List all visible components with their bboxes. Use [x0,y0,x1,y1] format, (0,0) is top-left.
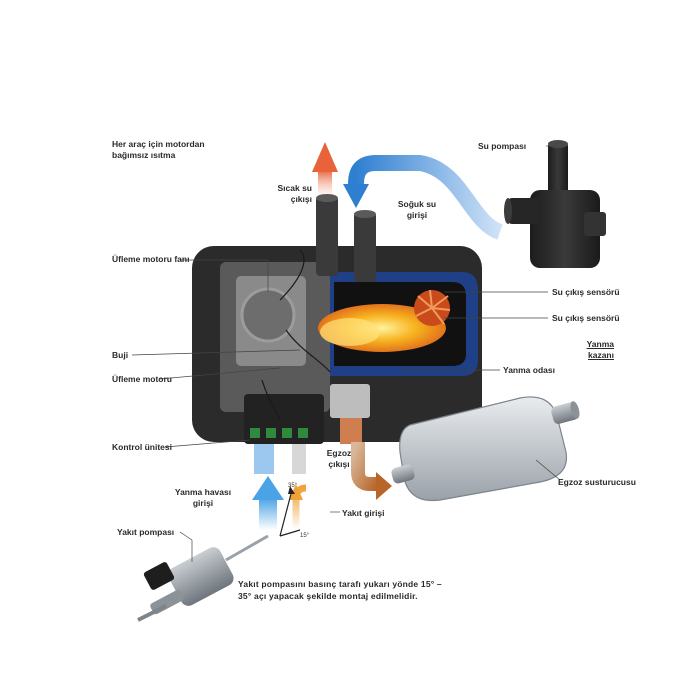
label-combustion-boiler-line2: kazanı [588,350,614,360]
exhaust-arrow [351,442,392,500]
angle-indicator [279,486,301,537]
water-pump [504,140,606,268]
label-water-pump: Su pompası [478,141,527,151]
mounting-note: Yakıt pompasını basınç tarafı yukarı yön… [238,579,442,601]
label-fuel-in: Yakıt girişi [342,508,385,518]
fuel-pump [137,534,269,622]
label-independent-heating: Her araç için motordan bağımsız ısıtma [112,139,205,161]
label-combustion-boiler-line1: Yanma [586,339,614,349]
label-hot-water-out: Sıcak su çıkışı [262,183,313,205]
label-blower-fan: Üfleme motoru fanı [112,254,190,264]
label-exhaust-out-line2: çıkışı [328,459,350,469]
combustion-air-arrow [252,476,284,530]
label-water-outlet-sensor-2: Su çıkış sensörü [552,313,620,323]
label-cold-water-in: Soğuk su girişi [392,199,442,221]
label-hot-water-out-line2: çıkışı [290,194,312,204]
label-blower-motor: Üfleme motoru [112,374,172,384]
label-combustion-air-in-line2: girişi [192,498,214,508]
label-combustion-air-in-line1: Yanma havası [174,487,232,497]
heater-body [192,194,482,474]
label-exhaust-out-line1: Egzoz [326,448,352,458]
label-exhaust-muffler: Egzoz susturucusu [558,477,636,487]
label-fuel-pump: Yakıt pompası [117,527,175,537]
label-combustion-air-in: Yanma havası girişi [172,487,234,509]
label-independent-heating-line2: bağımsız ısıtma [112,150,176,160]
label-water-outlet-sensor-1: Su çıkış sensörü [552,287,620,297]
label-independent-heating-line1: Her araç için motordan [112,139,205,149]
angle-15-label: 15° [300,533,310,539]
label-combustion-boiler: Yanma kazanı [560,339,614,361]
label-hot-water-out-line1: Sıcak su [277,183,313,193]
label-control-unit: Kontrol ünitesi [112,442,172,452]
angle-35-label: 35° [288,483,298,489]
label-glow-plug: Buji [112,350,129,360]
label-exhaust-out: Egzoz çıkışı [322,448,356,470]
exhaust-muffler [391,396,580,502]
label-combustion-chamber: Yanma odası [503,365,555,375]
label-cold-water-in-line2: girişi [406,210,428,220]
cold-water-arrow [343,155,504,240]
leader-lines [131,145,561,562]
fuel-inlet-arrow [289,484,307,530]
label-cold-water-in-line1: Soğuk su [397,199,437,209]
